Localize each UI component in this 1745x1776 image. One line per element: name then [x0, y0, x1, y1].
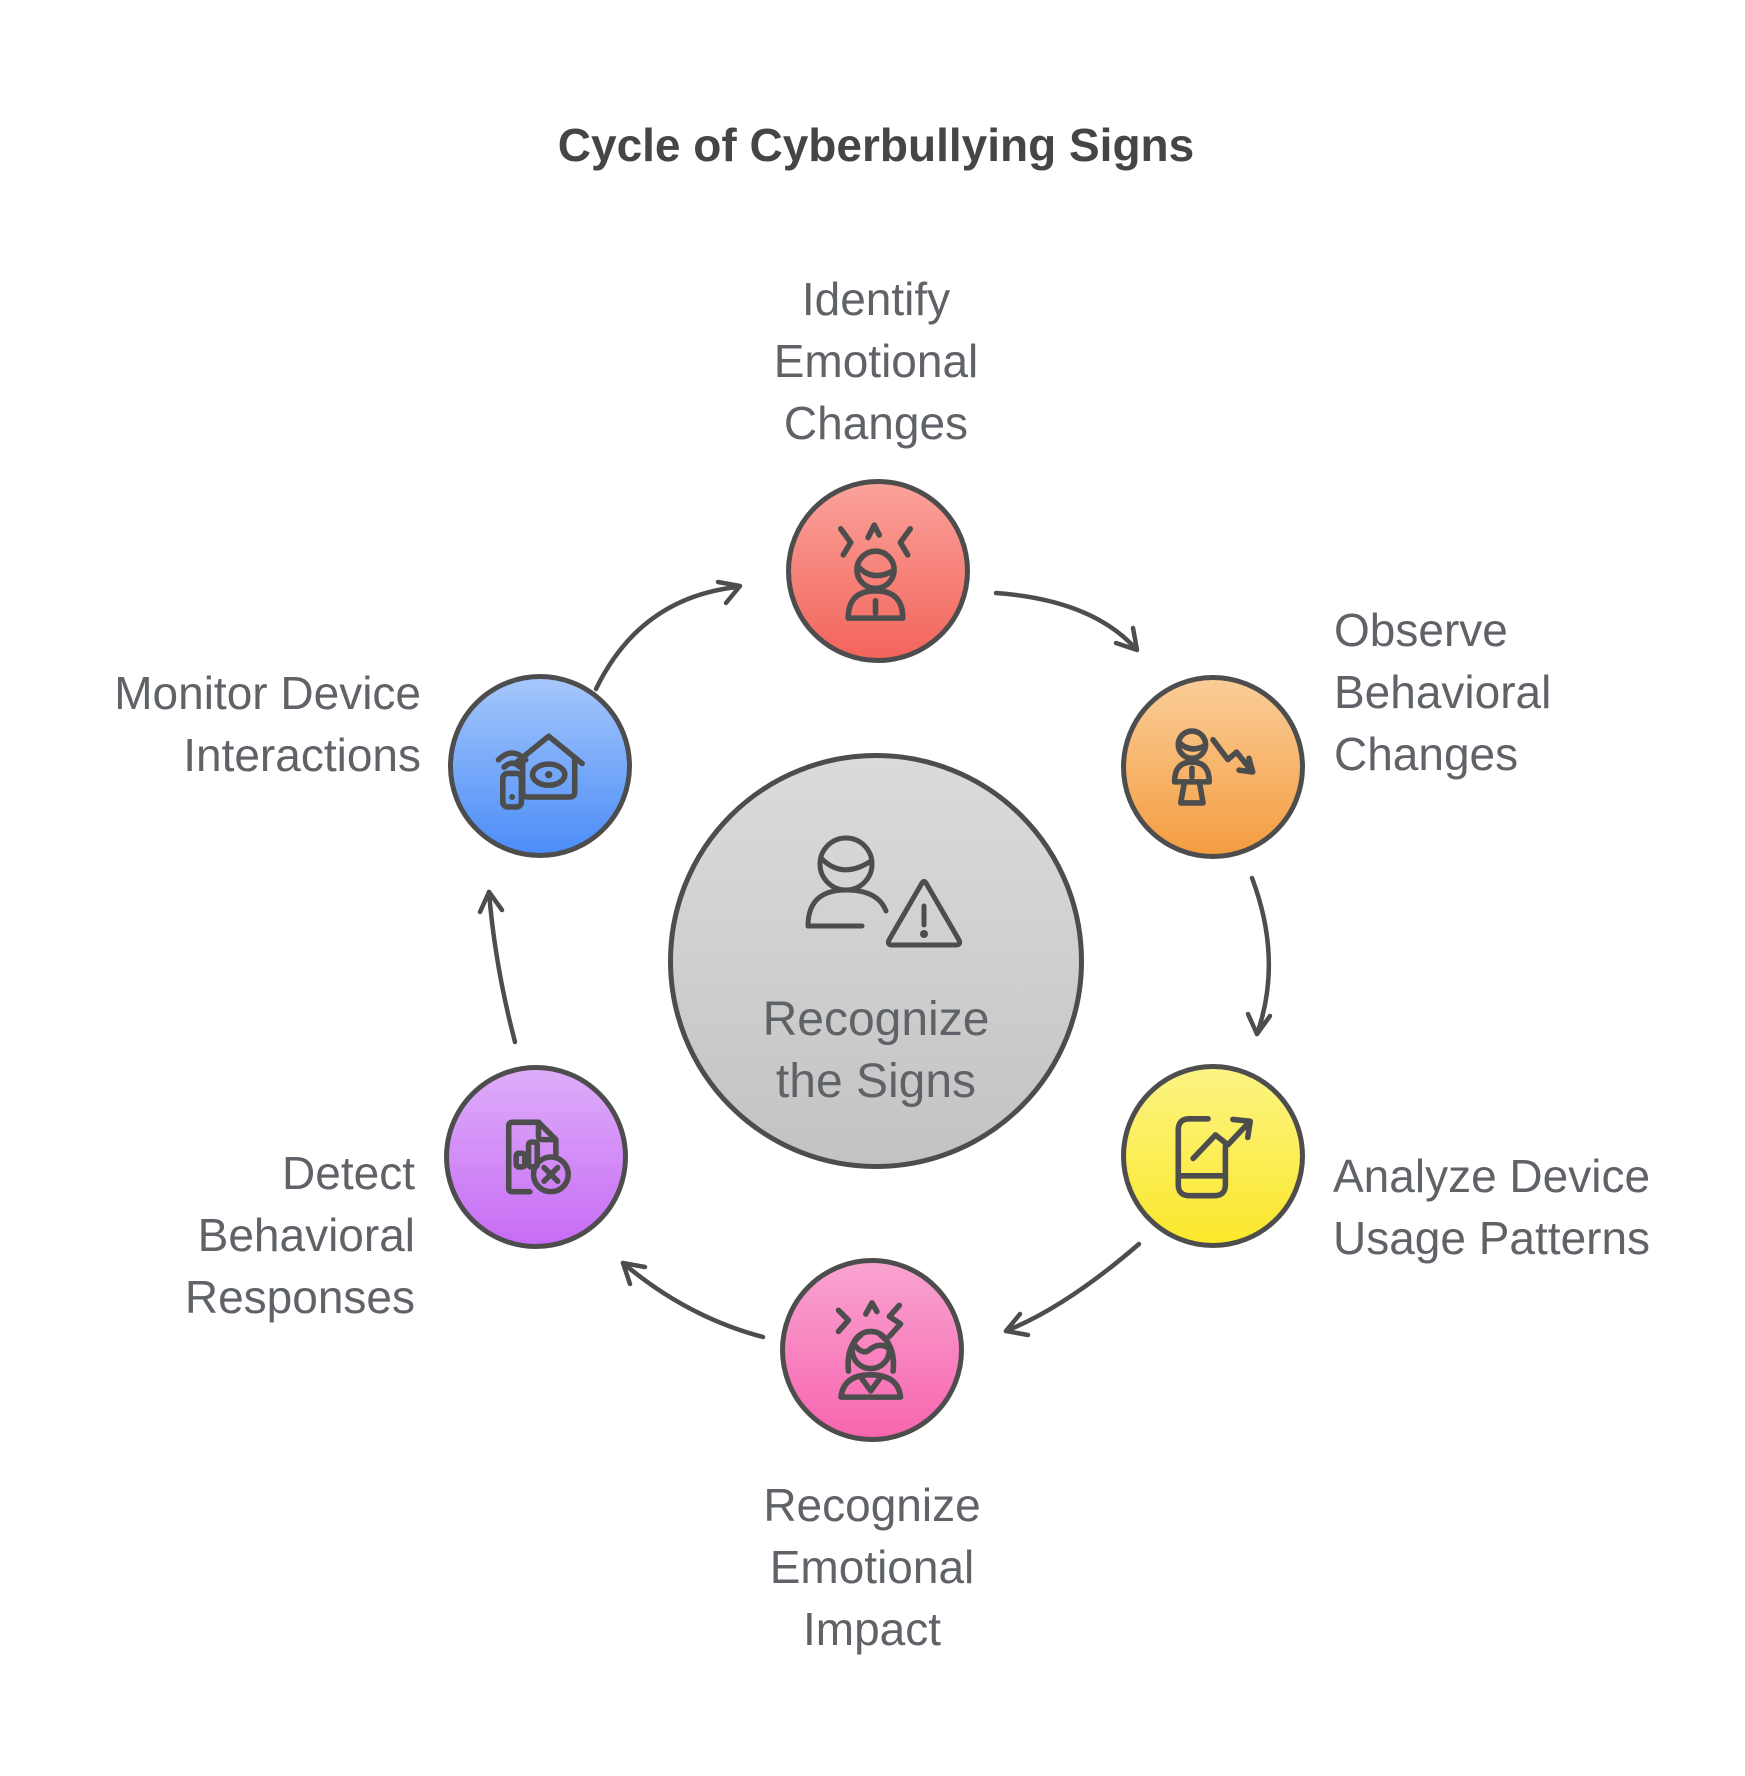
label-line: Analyze Device — [1333, 1150, 1651, 1202]
label-line: Identify — [801, 273, 951, 325]
label-line: Emotional — [769, 1541, 975, 1593]
label-line: Interactions — [183, 729, 421, 781]
hub-label-line: Recognize — [762, 993, 990, 1046]
node-recognize-emotional-impact — [780, 1258, 964, 1442]
label-line: Responses — [184, 1271, 415, 1323]
label-line: Emotional — [773, 335, 979, 387]
arrow-analyze-to-impact — [1003, 1241, 1142, 1338]
label-line: Changes — [783, 397, 969, 449]
node-analyze-device-usage-patterns — [1121, 1064, 1305, 1248]
phone-trend-up-icon — [1175, 1116, 1253, 1199]
home-monitoring-icon — [495, 733, 585, 810]
label-line: Changes — [1334, 728, 1519, 780]
label-line: Detect — [282, 1147, 415, 1199]
label-line: Behavioral — [1334, 666, 1552, 718]
hub-label: Recognize the Signs — [676, 989, 1076, 1113]
node-detect-behavioral-responses — [444, 1065, 628, 1249]
label-line: Observe — [1334, 604, 1508, 656]
arrow-observe-to-analyze — [1245, 875, 1273, 1037]
label-monitor-device-interactions: Monitor Device Interactions — [1, 662, 421, 786]
node-identify-emotional-changes — [786, 479, 970, 663]
document-error-icon — [505, 1119, 572, 1195]
label-line: Usage Patterns — [1333, 1212, 1651, 1264]
stressed-woman-icon — [835, 1300, 904, 1400]
label-line: Recognize — [763, 1479, 981, 1531]
label-line: Monitor Device — [114, 667, 421, 719]
label-analyze-device-usage-patterns: Analyze Device Usage Patterns — [1333, 1145, 1745, 1269]
person-warning-icon — [805, 835, 963, 948]
label-recognize-emotional-impact: Recognize Emotional Impact — [572, 1474, 1172, 1660]
stressed-person-icon — [838, 522, 914, 621]
label-line: Impact — [802, 1603, 942, 1655]
label-line: Behavioral — [197, 1209, 415, 1261]
node-monitor-device-interactions — [448, 674, 632, 858]
hub-label-line: the Signs — [775, 1055, 977, 1108]
hub-circle-recognize-the-signs — [668, 753, 1084, 1169]
arrow-detect-to-monitor — [477, 889, 518, 1045]
label-detect-behavioral-responses: Detect Behavioral Responses — [0, 1142, 415, 1328]
person-decline-icon — [1171, 728, 1256, 806]
node-observe-behavioral-changes — [1121, 675, 1305, 859]
label-observe-behavioral-changes: Observe Behavioral Changes — [1334, 599, 1745, 785]
label-identify-emotional-changes: Identify Emotional Changes — [576, 268, 1176, 454]
arrow-impact-to-detect — [620, 1260, 766, 1340]
arrow-identify-to-observe — [993, 590, 1140, 653]
arrow-monitor-to-identify — [593, 579, 743, 692]
page-title: Cycle of Cyberbullying Signs — [557, 119, 1195, 171]
